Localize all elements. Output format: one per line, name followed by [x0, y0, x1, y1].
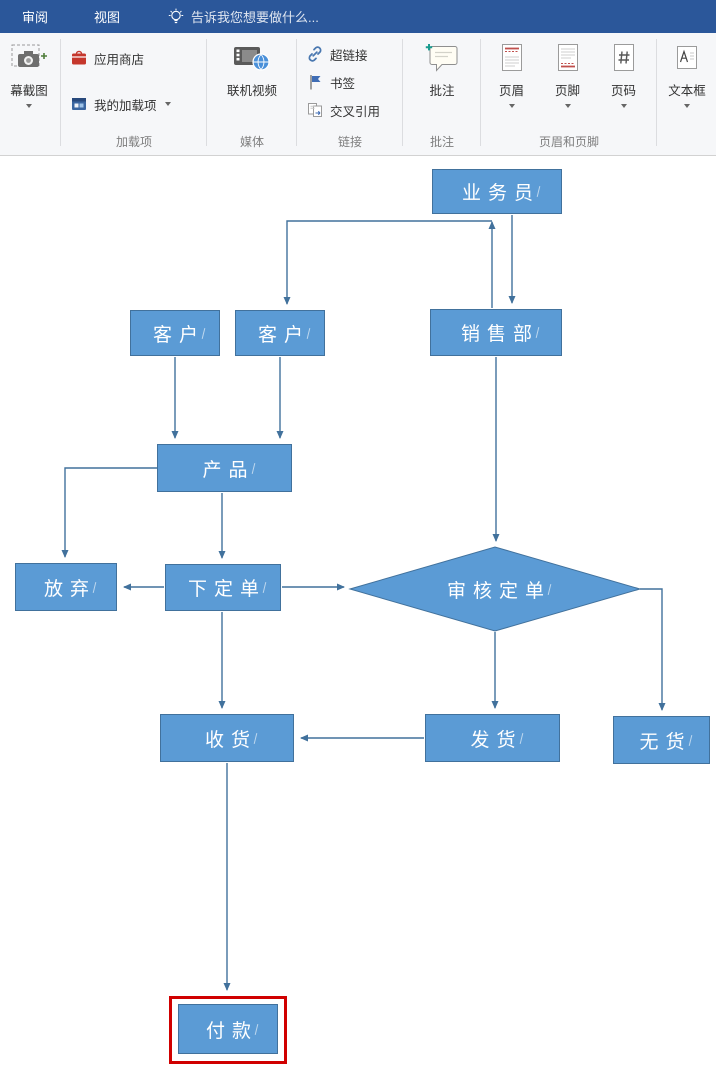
group-separator: [480, 39, 481, 146]
ribbon-group-screenshot: 幕截图: [0, 33, 58, 155]
flow-node-label: 产品: [202, 459, 255, 481]
group-separator: [656, 39, 657, 146]
flow-node-salesperson[interactable]: 业务员: [432, 169, 562, 214]
flow-node-label: 下定单: [187, 579, 266, 600]
comment-icon: [425, 37, 459, 79]
my-addins-label: 我的加载项: [94, 98, 157, 113]
group-label-links: 链接: [337, 135, 362, 149]
hyperlink-icon: [306, 45, 324, 63]
header-icon: [500, 37, 524, 79]
flow-node-place-order[interactable]: 下定单: [165, 564, 281, 611]
flow-node-ship-goods[interactable]: 发货: [425, 714, 560, 762]
tab-review[interactable]: 审阅: [22, 10, 49, 25]
online-video-label: 联机视频: [226, 84, 277, 98]
dropdown-caret-icon: [684, 104, 690, 108]
group-separator: [60, 39, 61, 146]
flow-node-label: 放弃: [43, 578, 96, 600]
text-box-label: 文本框: [668, 84, 706, 98]
page-number-label: 页码: [610, 84, 636, 98]
hyperlink-label: 超链接: [330, 48, 368, 63]
flow-node-abandon[interactable]: 放弃: [15, 563, 117, 611]
ribbon-group-comments: 批注 批注: [404, 33, 480, 155]
ribbon-group-addins: 应用商店 我的加载项 加载项: [62, 33, 206, 155]
header-button[interactable]: 页眉: [484, 37, 539, 108]
flow-node-label: 客户: [152, 324, 205, 346]
lightbulb-icon: [168, 8, 184, 26]
hyperlink-button[interactable]: 超链接: [306, 41, 368, 67]
dropdown-caret-icon: [26, 104, 32, 108]
flow-node-customer-2[interactable]: 客户: [235, 310, 325, 356]
dropdown-caret-icon: [508, 104, 515, 108]
new-comment-button[interactable]: 批注: [404, 37, 480, 99]
my-addins-button[interactable]: 我的加载项: [70, 91, 171, 117]
flow-node-label: 审核定单: [446, 580, 551, 602]
text-box-button[interactable]: 文本框: [658, 37, 716, 108]
app-store-button[interactable]: 应用商店: [70, 45, 144, 71]
tell-me-text: 告诉我您想要做什么...: [191, 10, 319, 25]
bookmark-label: 书签: [330, 76, 356, 91]
my-addins-icon: [70, 95, 88, 113]
group-separator: [296, 39, 297, 146]
dropdown-caret-icon: [164, 102, 171, 106]
flow-node-product[interactable]: 产品: [157, 444, 292, 492]
header-label: 页眉: [498, 84, 524, 98]
page-number-button[interactable]: 页码: [596, 37, 651, 108]
cross-reference-button[interactable]: 交叉引用: [306, 97, 380, 123]
ribbon-group-header-footer: 页眉 页脚: [482, 33, 656, 155]
flow-node-label: 收货: [204, 729, 257, 751]
screenshot-button[interactable]: 幕截图: [0, 37, 58, 108]
flow-node-label: 销售部: [460, 324, 539, 345]
flow-node-customer-1[interactable]: 客户: [130, 310, 220, 356]
flow-node-label: 业务员: [461, 183, 540, 204]
camera-icon: [11, 37, 47, 79]
ribbon: 幕截图 应用商店: [0, 33, 716, 156]
ribbon-group-media: 联机视频 媒体: [208, 33, 296, 155]
cross-reference-label: 交叉引用: [330, 104, 381, 119]
footer-button[interactable]: 页脚: [540, 37, 595, 108]
ribbon-group-text: 文本框: [658, 33, 716, 155]
ribbon-group-links: 超链接 书签: [298, 33, 402, 155]
group-label-addins: 加载项: [115, 135, 152, 149]
app-store-label: 应用商店: [94, 52, 145, 67]
new-comment-label: 批注: [429, 84, 455, 98]
page-number-icon: [612, 37, 636, 79]
online-video-icon: [233, 37, 271, 79]
flow-node-receive-goods[interactable]: 收货: [160, 714, 294, 762]
group-label-comments: 批注: [429, 135, 454, 149]
group-separator: [402, 39, 403, 146]
dropdown-caret-icon: [620, 104, 627, 108]
group-label-header-footer: 页眉和页脚: [538, 135, 599, 149]
dropdown-caret-icon: [564, 104, 571, 108]
tab-view[interactable]: 视图: [94, 10, 121, 25]
bookmark-icon: [306, 73, 324, 91]
flow-node-label: 付款: [205, 1020, 258, 1042]
online-video-button[interactable]: 联机视频: [208, 37, 296, 99]
footer-label: 页脚: [554, 84, 580, 98]
flow-node-label: 发货: [470, 729, 523, 751]
flow-node-label: 无货: [639, 731, 692, 753]
ribbon-tab-bar: 审阅 视图 告诉我您想要做什么...: [0, 0, 716, 33]
screenshot-button-label: 幕截图: [10, 84, 48, 98]
store-icon: [70, 49, 88, 67]
flow-node-sales-dept[interactable]: 销售部: [430, 309, 562, 356]
flow-node-payment[interactable]: 付款: [178, 1004, 278, 1054]
flowchart-connectors: [61, 215, 666, 991]
flow-node-review-order[interactable]: 审核定单: [375, 575, 615, 603]
flow-node-no-goods[interactable]: 无货: [613, 716, 710, 764]
cross-reference-icon: [306, 101, 324, 119]
bookmark-button[interactable]: 书签: [306, 69, 355, 95]
group-separator: [206, 39, 207, 146]
group-label-media: 媒体: [239, 135, 264, 149]
footer-icon: [556, 37, 580, 79]
annotation-highlight-box: [169, 996, 287, 1064]
text-box-icon: [675, 37, 699, 79]
tell-me-box[interactable]: 告诉我您想要做什么...: [168, 7, 319, 26]
document-canvas: 业务员 客户 客户 销售部 产品 放弃 下定单 审核定单 收货 发货 无货: [0, 156, 716, 1071]
flow-node-label: 客户: [257, 324, 310, 346]
